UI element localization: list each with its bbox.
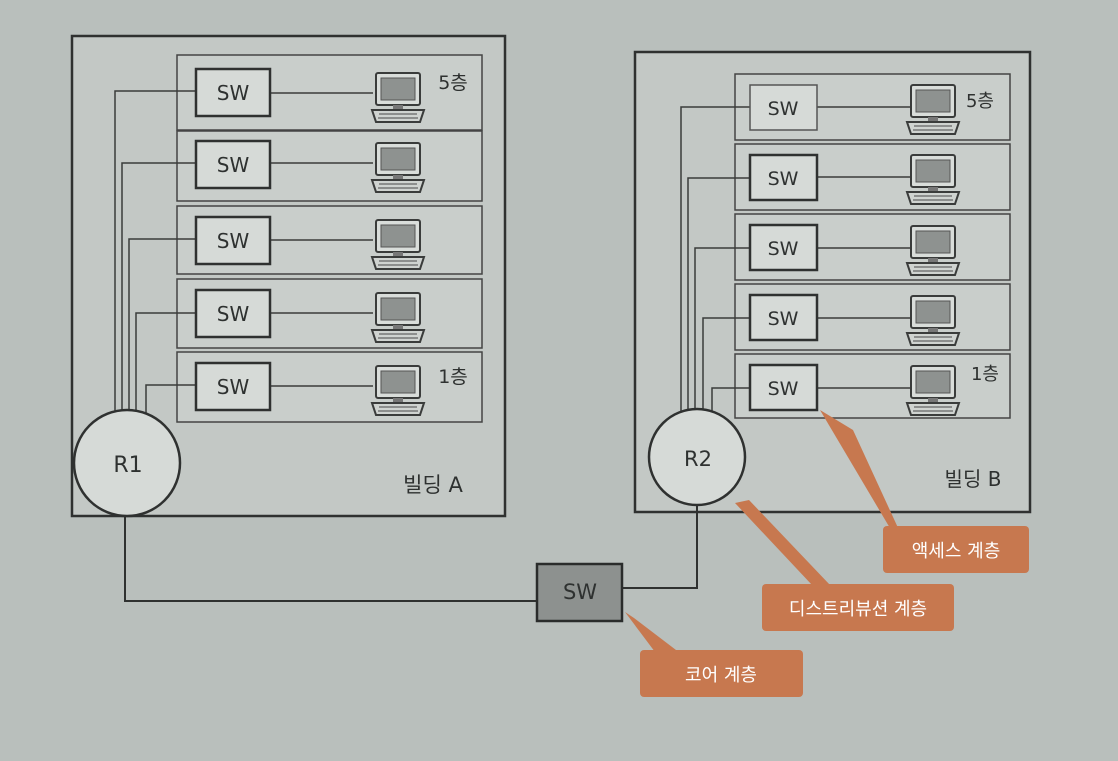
- computer-icon: [371, 142, 425, 193]
- router-r1-label: R1: [113, 453, 142, 478]
- building-a-uplinks: [114, 90, 195, 420]
- switch: SW: [194, 288, 272, 339]
- switch: SW: [748, 363, 819, 412]
- callout-distribution-label: 디스트리뷰션 계층: [789, 599, 927, 620]
- switch-label: SW: [217, 302, 250, 326]
- switch-label: SW: [217, 81, 250, 105]
- computer-icon: [371, 219, 425, 270]
- switch: SW: [194, 215, 272, 266]
- switch-label: SW: [768, 98, 799, 120]
- building-b-top-floor-label: 5층: [966, 91, 994, 112]
- building-b: SW SW SW SW SW: [633, 50, 1032, 514]
- callout-access: 액세스 계층: [820, 410, 1029, 573]
- callout-core-label: 코어 계층: [685, 665, 757, 686]
- core-links: [124, 505, 698, 602]
- switch-label: SW: [217, 375, 250, 399]
- switch-label: SW: [768, 238, 799, 260]
- computer-icon: [371, 365, 425, 416]
- callout-distribution: 디스트리뷰션 계층: [735, 500, 954, 631]
- building-a-switches: SW SW SW SW SW: [194, 67, 272, 412]
- switch: SW: [194, 361, 272, 412]
- building-a: SW SW SW SW SW: [70, 34, 507, 518]
- switch-label: SW: [768, 378, 799, 400]
- building-b-pcs: [906, 84, 960, 416]
- computer-icon: [906, 225, 960, 276]
- switch: SW: [194, 139, 272, 190]
- switch: SW: [748, 223, 819, 272]
- computer-icon: [906, 154, 960, 205]
- building-a-bottom-floor-label: 1층: [438, 366, 468, 388]
- core-switch-label: SW: [563, 580, 597, 604]
- switch-label: SW: [768, 168, 799, 190]
- building-a-label: 빌딩 A: [403, 473, 463, 497]
- computer-icon: [371, 292, 425, 343]
- building-b-switches: SW SW SW SW SW: [748, 84, 819, 412]
- core-switch: SW: [535, 562, 624, 623]
- switch: SW: [194, 67, 272, 118]
- switch: SW: [749, 84, 818, 131]
- building-b-label: 빌딩 B: [945, 467, 1002, 491]
- building-b-pc-links: [817, 106, 910, 389]
- callout-core: 코어 계층: [625, 612, 803, 697]
- computer-icon: [906, 295, 960, 346]
- switch: SW: [748, 153, 819, 202]
- building-a-pc-links: [270, 92, 373, 387]
- router-r2: R2: [647, 407, 747, 507]
- callout-access-label: 액세스 계층: [912, 541, 1001, 562]
- computer-icon: [371, 72, 425, 123]
- building-b-uplinks: [680, 106, 750, 420]
- computer-icon: [906, 84, 960, 135]
- switch: SW: [748, 293, 819, 342]
- building-a-top-floor-label: 5층: [438, 72, 468, 94]
- switch-label: SW: [768, 308, 799, 330]
- switch-label: SW: [217, 229, 250, 253]
- building-b-bottom-floor-label: 1층: [971, 364, 999, 385]
- router-r1: R1: [72, 408, 182, 518]
- router-r2-label: R2: [684, 447, 712, 471]
- computer-icon: [906, 365, 960, 416]
- switch-label: SW: [217, 153, 250, 177]
